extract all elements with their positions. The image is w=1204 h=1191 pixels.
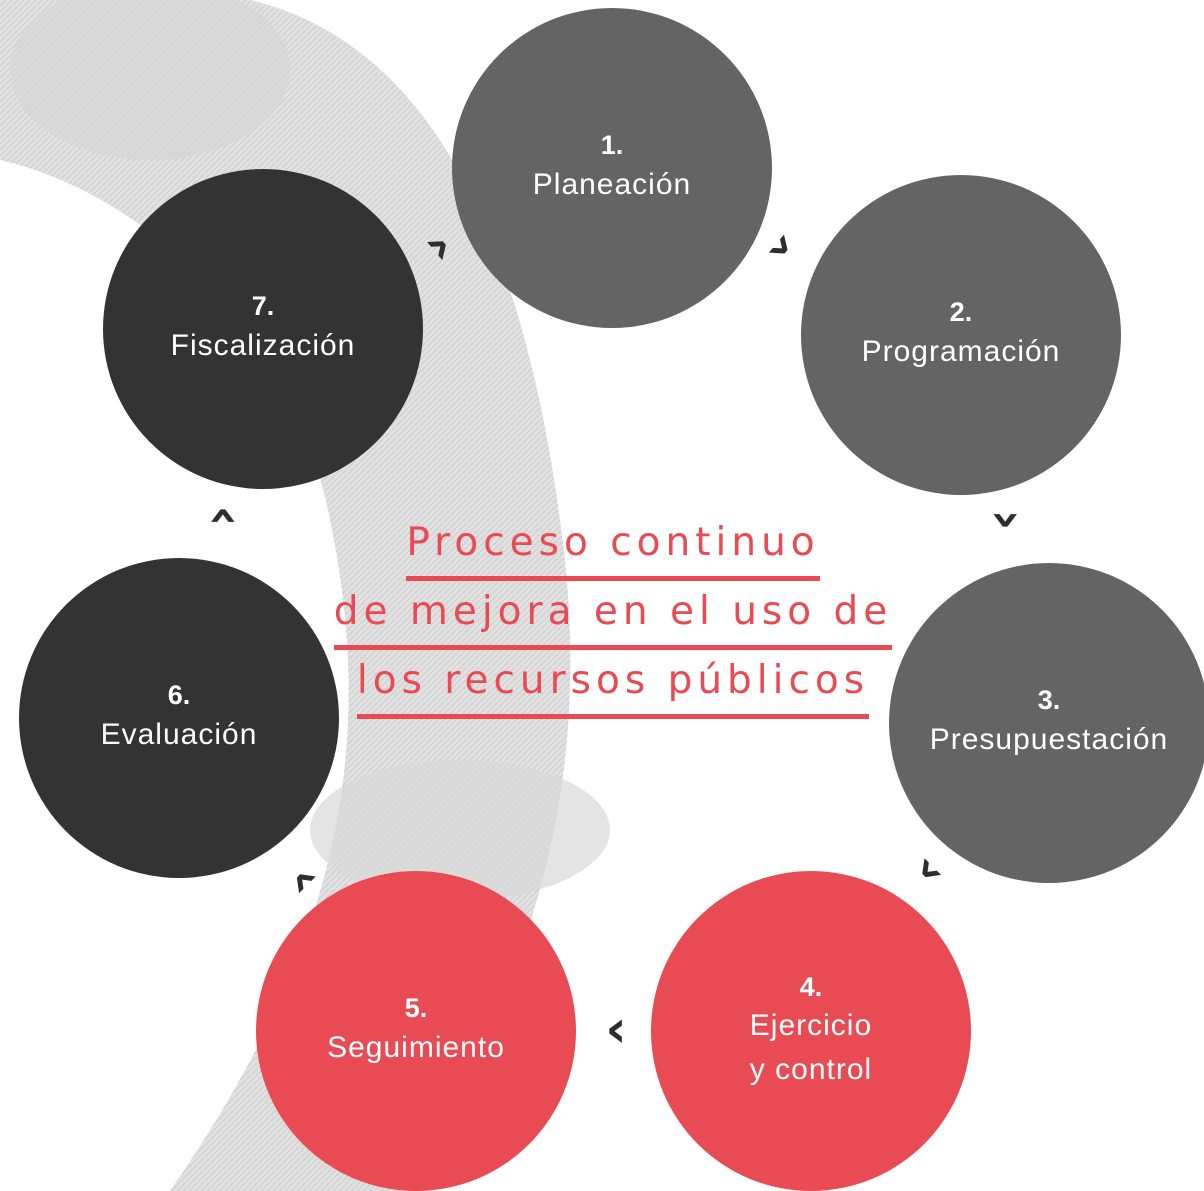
title-line-3: los recursos públicos xyxy=(356,650,870,719)
chevron-4-to-5-icon: › xyxy=(605,1003,627,1063)
stage-1-planeacion: 1. Planeación xyxy=(452,8,772,328)
stage-2-programacion: 2. Programación xyxy=(801,175,1121,495)
stage-5-number: 5. xyxy=(404,993,428,1024)
stage-4-ejercicio-y-control: 4. Ejercicio y control xyxy=(651,871,971,1191)
stage-1-number: 1. xyxy=(600,130,624,161)
stage-1-label: Planeación xyxy=(532,168,692,202)
stage-3-number: 3. xyxy=(1037,685,1061,716)
stage-5-seguimiento: 5. Seguimiento xyxy=(256,871,576,1191)
stage-6-number: 6. xyxy=(167,680,191,711)
title-line-1: Proceso continuo xyxy=(406,512,820,581)
stage-4-number: 4. xyxy=(799,971,823,1002)
stage-5-label: Seguimiento xyxy=(327,1031,505,1065)
chevron-6-to-7-icon: › xyxy=(191,505,251,527)
chevron-2-to-3-icon: › xyxy=(977,509,1037,531)
stage-6-label: Evaluación xyxy=(100,718,258,752)
center-title: Proceso continuo de mejora en el uso de … xyxy=(330,512,896,719)
stage-2-label: Programación xyxy=(861,335,1061,369)
stage-6-evaluacion: 6. Evaluación xyxy=(19,558,339,878)
stage-3-label: Presupuestación xyxy=(929,723,1169,757)
stage-7-label: Fiscalización xyxy=(170,329,356,363)
stage-7-fiscalizacion: 7. Fiscalización xyxy=(103,169,423,489)
title-line-2: de mejora en el uso de xyxy=(333,581,893,650)
stage-3-presupuestacion: 3. Presupuestación xyxy=(889,563,1204,883)
stage-2-number: 2. xyxy=(949,297,973,328)
stage-7-number: 7. xyxy=(251,291,275,322)
stage-4-label: Ejercicio y control xyxy=(749,1009,873,1086)
